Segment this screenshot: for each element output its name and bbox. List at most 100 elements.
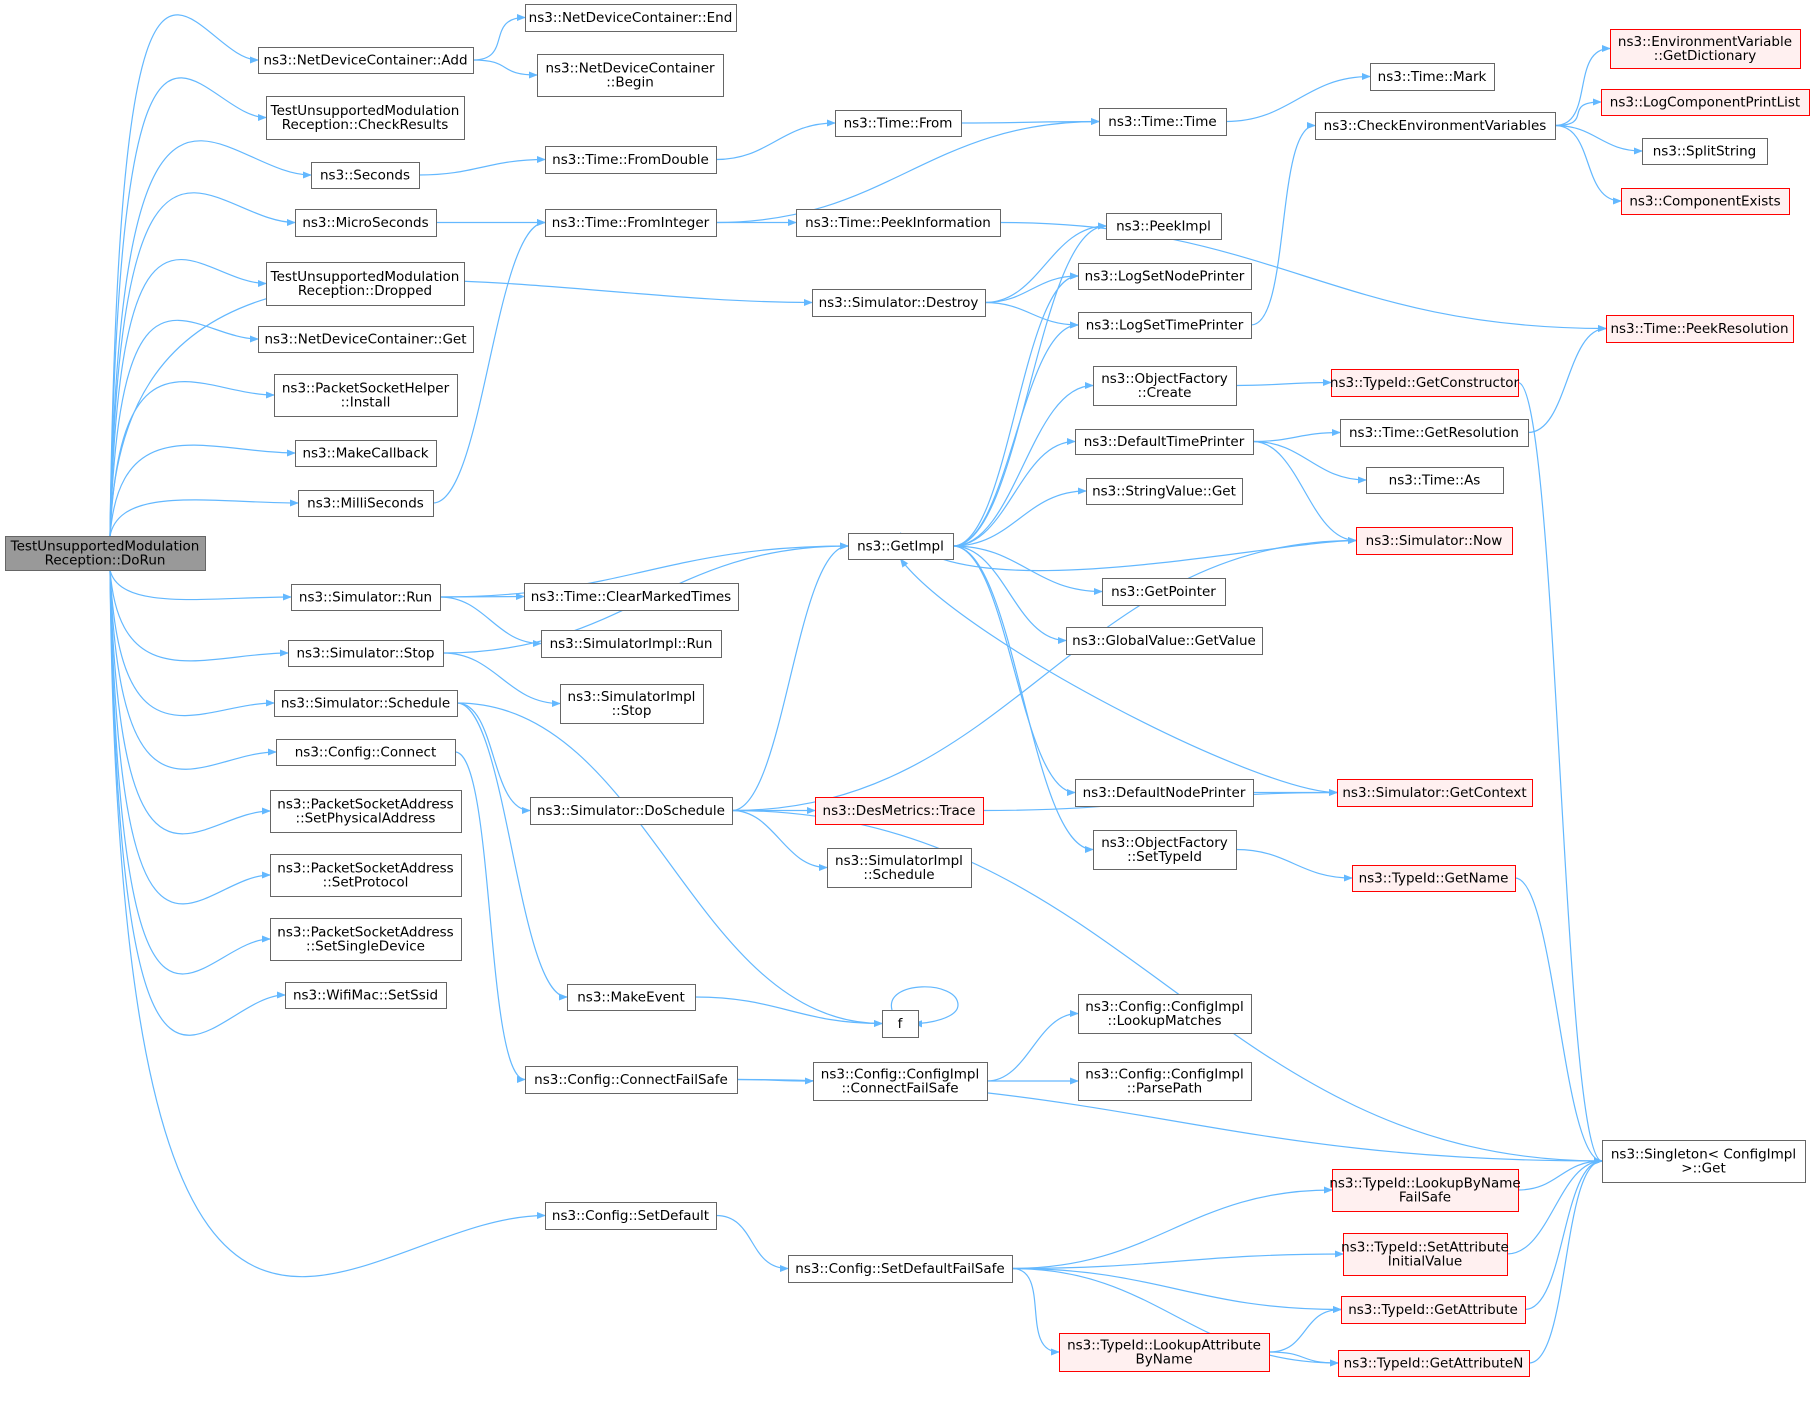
node-label: ns3::SimulatorImpl <box>568 689 696 705</box>
node-milliseconds[interactable]: ns3::MilliSeconds <box>298 490 434 517</box>
node-time-as[interactable]: ns3::Time::As <box>1366 467 1504 494</box>
node-root[interactable]: TestUnsupportedModulationReception::DoRu… <box>5 536 206 571</box>
node-time-time[interactable]: ns3::Time::Time <box>1099 108 1227 136</box>
node-psa-setsingle[interactable]: ns3::PacketSocketAddress::SetSingleDevic… <box>270 918 462 961</box>
node-config-setdefaultfailsafe[interactable]: ns3::Config::SetDefaultFailSafe <box>788 1255 1013 1283</box>
node-box <box>288 640 444 667</box>
node-time-getres[interactable]: ns3::Time::GetResolution <box>1340 419 1529 447</box>
edge-typeid-setattr-to-singleton-get <box>1506 1157 1603 1255</box>
edge-config-connect-to-config-connectfailsafe <box>454 751 526 1084</box>
node-config-connect[interactable]: ns3::Config::Connect <box>276 739 456 766</box>
node-box <box>266 262 465 306</box>
node-get-impl[interactable]: ns3::GetImpl <box>848 533 954 560</box>
edge-root-to-check-results <box>109 77 267 537</box>
node-env-getdict[interactable]: ns3::EnvironmentVariable::GetDictionary <box>1610 29 1801 69</box>
node-log-nodeprinter[interactable]: ns3::LogSetNodePrinter <box>1078 263 1252 290</box>
node-objfactory-create[interactable]: ns3::ObjectFactory::Create <box>1093 366 1237 406</box>
node-sim-doschedule[interactable]: ns3::Simulator::DoSchedule <box>530 797 733 825</box>
node-box <box>1601 89 1810 116</box>
node-label: ns3::GetPointer <box>1111 584 1216 600</box>
node-desmetrics-trace[interactable]: ns3::DesMetrics::Trace <box>815 797 984 825</box>
node-split-string[interactable]: ns3::SplitString <box>1642 138 1768 165</box>
node-time-clearmarked[interactable]: ns3::Time::ClearMarkedTimes <box>524 583 739 611</box>
node-psa-setphys[interactable]: ns3::PacketSocketAddress::SetPhysicalAdd… <box>270 790 462 833</box>
node-globalvalue-get[interactable]: ns3::GlobalValue::GetValue <box>1066 627 1263 655</box>
node-seconds[interactable]: ns3::Seconds <box>311 162 420 189</box>
node-psa-setproto[interactable]: ns3::PacketSocketAddress::SetProtocol <box>270 854 462 897</box>
node-component-exists[interactable]: ns3::ComponentExists <box>1621 188 1790 215</box>
node-simimpl-run[interactable]: ns3::SimulatorImpl::Run <box>541 630 722 658</box>
node-singleton-get[interactable]: ns3::Singleton< ConfigImpl>::Get <box>1602 1140 1806 1183</box>
node-peek-impl[interactable]: ns3::PeekImpl <box>1106 213 1222 240</box>
node-time-peekinfo[interactable]: ns3::Time::PeekInformation <box>796 209 1001 237</box>
node-ndc-begin[interactable]: ns3::NetDeviceContainer::Begin <box>537 54 724 97</box>
node-sim-destroy[interactable]: ns3::Simulator::Destroy <box>812 289 986 317</box>
node-dropped[interactable]: TestUnsupportedModulationReception::Drop… <box>266 262 465 306</box>
edge-typeid-lookupattr-to-typeid-getattrn <box>1268 1351 1339 1367</box>
node-log-printlist[interactable]: ns3::LogComponentPrintList <box>1601 89 1810 116</box>
node-sim-now[interactable]: ns3::Simulator::Now <box>1356 527 1513 555</box>
node-check-results[interactable]: TestUnsupportedModulationReception::Chec… <box>266 96 465 140</box>
node-config-setdefault[interactable]: ns3::Config::SetDefault <box>545 1202 717 1230</box>
node-box <box>1343 1233 1508 1276</box>
node-label: ns3::SplitString <box>1653 144 1757 160</box>
node-make-event[interactable]: ns3::MakeEvent <box>567 984 696 1011</box>
edge-configimpl-connectfailsafe-to-configimpl-lookup <box>986 1009 1079 1082</box>
node-simimpl-schedule[interactable]: ns3::SimulatorImpl::Schedule <box>827 848 972 888</box>
edge-sim-stop-to-simimpl-stop <box>442 652 561 708</box>
node-simimpl-stop[interactable]: ns3::SimulatorImpl::Stop <box>560 684 704 724</box>
edge-sim-schedule-to-f <box>456 702 883 1028</box>
node-sim-schedule[interactable]: ns3::Simulator::Schedule <box>274 690 458 717</box>
node-psh-install[interactable]: ns3::PacketSocketHelper::Install <box>274 374 458 417</box>
node-box <box>1621 188 1790 215</box>
edge-typeid-getattrn-to-singleton-get <box>1528 1157 1603 1364</box>
node-time-mark[interactable]: ns3::Time::Mark <box>1370 63 1495 91</box>
node-box <box>276 739 456 766</box>
node-default-timeprinter[interactable]: ns3::DefaultTimePrinter <box>1075 429 1254 455</box>
node-ndc-get[interactable]: ns3::NetDeviceContainer::Get <box>258 326 474 353</box>
node-typeid-getattr[interactable]: ns3::TypeId::GetAttribute <box>1341 1296 1526 1324</box>
node-label: ns3::ComponentExists <box>1629 194 1780 210</box>
node-check-env[interactable]: ns3::CheckEnvironmentVariables <box>1315 112 1556 140</box>
node-configimpl-lookup[interactable]: ns3::Config::ConfigImpl::LookupMatches <box>1078 994 1252 1034</box>
node-typeid-getname[interactable]: ns3::TypeId::GetName <box>1352 865 1516 892</box>
node-make-callback[interactable]: ns3::MakeCallback <box>295 440 437 467</box>
node-configimpl-connectfailsafe[interactable]: ns3::Config::ConfigImpl::ConnectFailSafe <box>813 1062 988 1101</box>
node-label: ::GetDictionary <box>1654 48 1756 64</box>
node-objfactory-settypeid[interactable]: ns3::ObjectFactory::SetTypeId <box>1093 830 1237 870</box>
node-label: ns3::SimulatorImpl::Run <box>550 636 713 652</box>
edge-root-to-config-connect <box>109 569 277 770</box>
node-time-frominteger[interactable]: ns3::Time::FromInteger <box>545 209 717 237</box>
node-sim-getcontext[interactable]: ns3::Simulator::GetContext <box>1337 779 1533 807</box>
node-configimpl-parsepath[interactable]: ns3::Config::ConfigImpl::ParsePath <box>1078 1062 1252 1101</box>
node-config-connectfailsafe[interactable]: ns3::Config::ConnectFailSafe <box>525 1066 738 1094</box>
node-label: ns3::PacketSocketHelper <box>282 381 450 397</box>
node-sim-stop[interactable]: ns3::Simulator::Stop <box>288 640 444 667</box>
node-box <box>274 374 458 417</box>
node-typeid-getctor[interactable]: ns3::TypeId::GetConstructor <box>1330 369 1520 397</box>
node-typeid-getattrn[interactable]: ns3::TypeId::GetAttributeN <box>1338 1350 1530 1377</box>
node-default-nodeprinter[interactable]: ns3::DefaultNodePrinter <box>1075 779 1254 807</box>
node-box <box>545 146 717 174</box>
node-time-from[interactable]: ns3::Time::From <box>835 110 962 137</box>
node-sim-run[interactable]: ns3::Simulator::Run <box>291 584 441 611</box>
node-f[interactable]: f <box>882 1010 919 1038</box>
node-time-fromdouble[interactable]: ns3::Time::FromDouble <box>545 146 717 174</box>
node-label: ::Install <box>341 395 391 411</box>
node-stringvalue-get[interactable]: ns3::StringValue::Get <box>1086 478 1243 505</box>
node-microseconds[interactable]: ns3::MicroSeconds <box>295 209 437 237</box>
node-get-pointer[interactable]: ns3::GetPointer <box>1102 578 1226 606</box>
node-ndc-end[interactable]: ns3::NetDeviceContainer::End <box>525 4 737 32</box>
edge-make-event-to-f <box>694 996 883 1028</box>
node-box <box>258 47 474 74</box>
node-log-timeprinter[interactable]: ns3::LogSetTimePrinter <box>1078 312 1252 339</box>
node-ndc-add[interactable]: ns3::NetDeviceContainer::Add <box>258 47 474 74</box>
edge-root-to-psa-setproto <box>109 569 271 905</box>
node-box <box>1338 1350 1530 1377</box>
node-wifimac-ssid[interactable]: ns3::WifiMac::SetSsid <box>285 982 447 1009</box>
node-time-peekres[interactable]: ns3::Time::PeekResolution <box>1606 315 1794 343</box>
node-label: ns3::Time::Mark <box>1378 69 1487 85</box>
